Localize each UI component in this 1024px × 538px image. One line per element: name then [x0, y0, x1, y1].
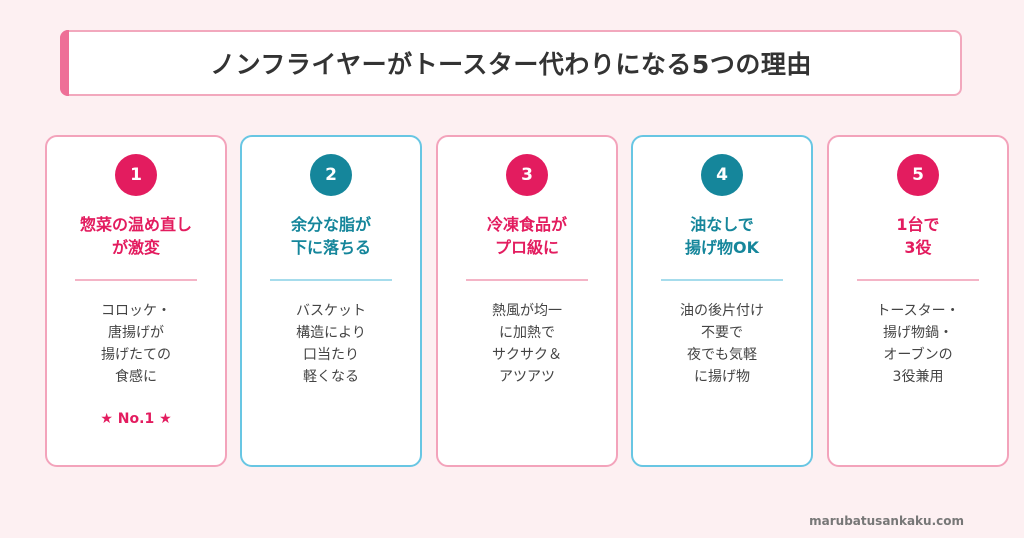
page-title: ノンフライヤーがトースター代わりになる5つの理由	[210, 50, 812, 79]
number-badge: 5	[897, 154, 939, 196]
body-line: 揚げたての	[101, 347, 171, 363]
card-body: 熱風が均一 に加熱で サクサク＆ アツアツ	[438, 300, 616, 388]
body-line: オーブンの	[883, 347, 953, 363]
body-line: に加熱で	[499, 325, 555, 341]
heading-line: 冷凍食品が	[486, 215, 567, 234]
heading-line: 余分な脂が	[290, 215, 371, 234]
number-badge: 1	[115, 154, 157, 196]
card-divider	[75, 279, 197, 281]
card-heading: 冷凍食品が プロ級に	[438, 213, 616, 259]
card-heading: 余分な脂が 下に落ちる	[242, 213, 420, 259]
heading-line: 揚げ物OK	[684, 238, 759, 257]
card-divider	[466, 279, 588, 281]
reason-card-2: 2 余分な脂が 下に落ちる バスケット 構造により 口当たり 軽くなる	[240, 135, 422, 467]
heading-line: 1台で	[896, 215, 940, 234]
body-line: 不要で	[701, 325, 743, 341]
number-badge: 4	[701, 154, 743, 196]
site-credit: marubatusankaku.com	[809, 514, 964, 528]
title-banner: ノンフライヤーがトースター代わりになる5つの理由	[60, 30, 962, 96]
heading-line: 惣菜の温め直し	[79, 215, 192, 234]
card-heading: 1台で 3役	[829, 213, 1007, 259]
card-divider	[270, 279, 392, 281]
body-line: 夜でも気軽	[687, 347, 757, 363]
body-line: トースター・	[876, 303, 960, 319]
body-line: 軽くなる	[303, 369, 359, 385]
card-divider	[857, 279, 979, 281]
body-line: 油の後片付け	[680, 303, 764, 319]
card-divider	[661, 279, 783, 281]
rank-label: ★ No.1 ★	[100, 411, 172, 427]
reason-card-5: 5 1台で 3役 トースター・ 揚げ物鍋・ オーブンの 3役兼用	[827, 135, 1009, 467]
body-line: アツアツ	[499, 369, 555, 385]
reason-card-4: 4 油なしで 揚げ物OK 油の後片付け 不要で 夜でも気軽 に揚げ物	[631, 135, 813, 467]
card-body: バスケット 構造により 口当たり 軽くなる	[242, 300, 420, 388]
card-body: コロッケ・ 唐揚げが 揚げたての 食感に	[47, 300, 225, 388]
heading-line: 下に落ちる	[290, 238, 371, 257]
heading-line: プロ級に	[494, 238, 559, 257]
body-line: コロッケ・	[101, 303, 171, 319]
body-line: バスケット	[296, 303, 366, 319]
body-line: 唐揚げが	[108, 325, 164, 341]
body-line: 食感に	[115, 369, 157, 385]
heading-line: 3役	[904, 238, 932, 257]
body-line: 3役兼用	[892, 369, 944, 385]
heading-line: が激変	[111, 238, 160, 257]
body-line: 構造により	[296, 325, 366, 341]
body-line: サクサク＆	[492, 347, 562, 363]
card-body: 油の後片付け 不要で 夜でも気軽 に揚げ物	[633, 300, 811, 388]
body-line: 熱風が均一	[492, 303, 562, 319]
number-badge: 3	[506, 154, 548, 196]
card-heading: 惣菜の温め直し が激変	[47, 213, 225, 259]
body-line: 口当たり	[303, 347, 359, 363]
card-heading: 油なしで 揚げ物OK	[633, 213, 811, 259]
body-line: 揚げ物鍋・	[883, 325, 953, 341]
title-accent-bar	[60, 30, 69, 96]
body-line: に揚げ物	[694, 369, 750, 385]
card-body: トースター・ 揚げ物鍋・ オーブンの 3役兼用	[829, 300, 1007, 388]
reason-card-3: 3 冷凍食品が プロ級に 熱風が均一 に加熱で サクサク＆ アツアツ	[436, 135, 618, 467]
number-badge: 2	[310, 154, 352, 196]
heading-line: 油なしで	[690, 215, 754, 234]
reason-card-1: 1 惣菜の温め直し が激変 コロッケ・ 唐揚げが 揚げたての 食感に ★ No.…	[45, 135, 227, 467]
